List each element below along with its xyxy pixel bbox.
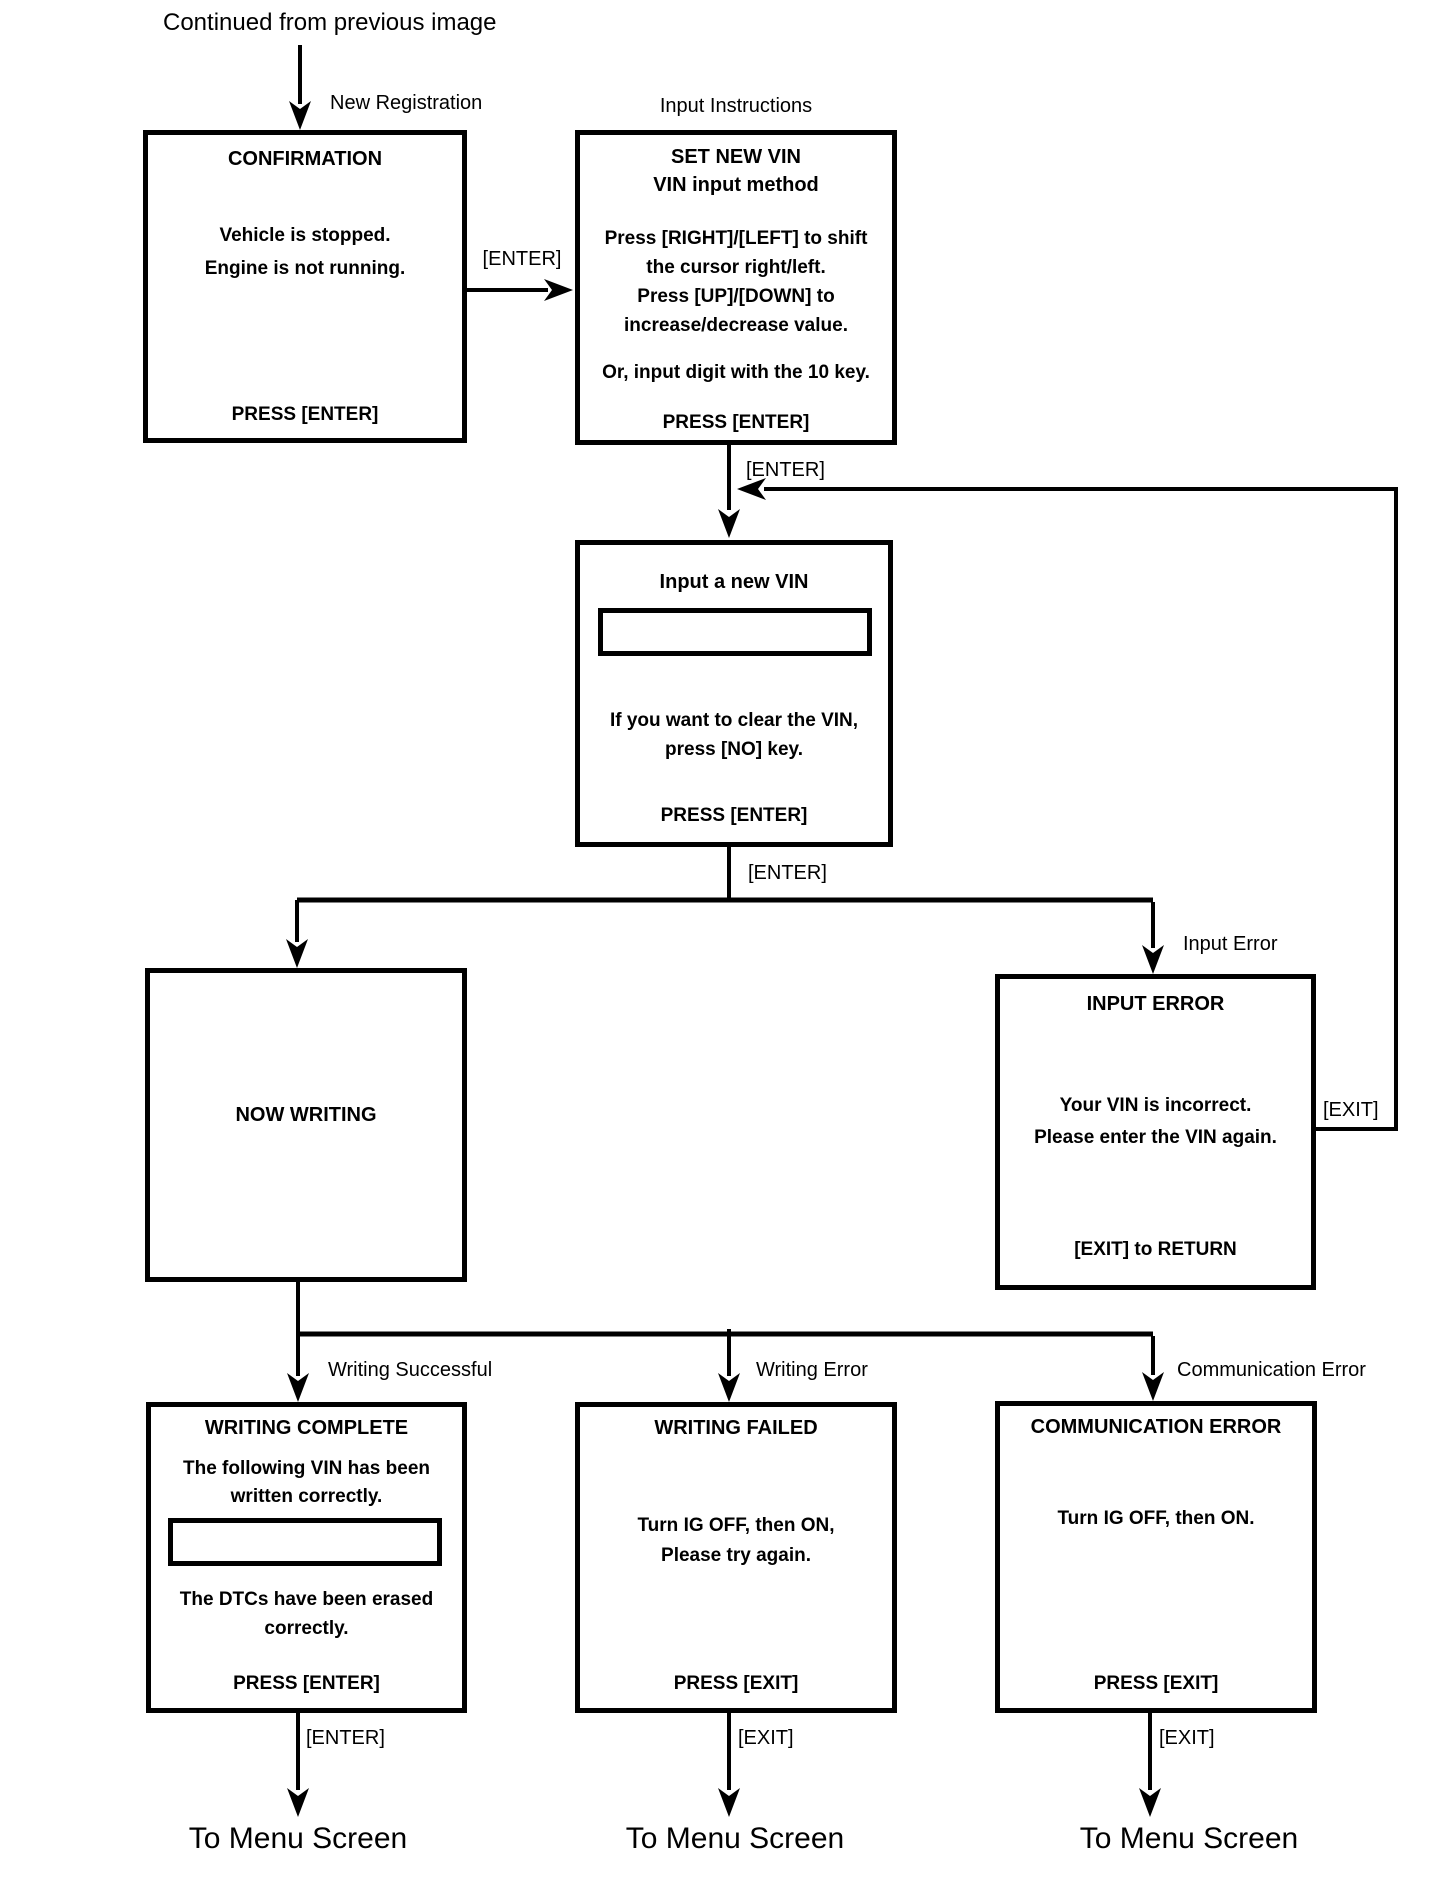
arrowhead-writing-complete: [287, 1373, 309, 1402]
arrowhead-now-writing: [286, 939, 308, 968]
screen-writing-failed: WRITING FAILED Turn IG OFF, then ON, Ple…: [575, 1402, 897, 1713]
screen-writing-complete-line4: correctly.: [264, 1618, 349, 1639]
screen-set-new-vin-line5: Or, input digit with the 10 key.: [602, 362, 870, 383]
branch-label-writing-error: Writing Error: [756, 1359, 868, 1381]
screen-set-new-vin-title1: SET NEW VIN: [670, 146, 801, 168]
branch-label-writing-successful: Writing Successful: [328, 1359, 493, 1381]
screen-writing-complete-title: WRITING COMPLETE: [204, 1417, 409, 1439]
arrowhead-input-error: [1142, 945, 1164, 974]
screen-writing-failed-line2: Please try again.: [661, 1545, 811, 1566]
screen-set-new-vin: SET NEW VIN VIN input method Press [RIGH…: [575, 130, 897, 445]
arrowhead-menu-right: [1139, 1788, 1161, 1817]
to-menu-screen-mid: To Menu Screen: [625, 1822, 845, 1855]
branch-label-new-registration: New Registration: [330, 92, 483, 114]
screen-writing-failed-footer: PRESS [EXIT]: [673, 1673, 799, 1694]
screen-input-new-vin-title: Input a new VIN: [659, 571, 809, 593]
screen-writing-complete-footer: PRESS [ENTER]: [233, 1673, 380, 1694]
screen-input-error-line2: Please enter the VIN again.: [1034, 1127, 1277, 1148]
continued-from-label: Continued from previous image: [163, 9, 497, 36]
screen-set-new-vin-title2: VIN input method: [653, 174, 819, 196]
arrowhead-instructions-to-input: [718, 509, 740, 538]
screen-confirmation-line1: Vehicle is stopped.: [219, 225, 391, 246]
connector-label-exit-bottom-right: [EXIT]: [1159, 1727, 1215, 1749]
screen-now-writing-title: NOW WRITING: [235, 1104, 377, 1126]
screen-confirmation-line2: Engine is not running.: [204, 258, 406, 279]
vin-result-field: [168, 1518, 442, 1566]
arrowhead-confirm-to-instructions: [544, 279, 573, 301]
screen-confirmation: CONFIRMATION Vehicle is stopped. Engine …: [143, 130, 467, 443]
screen-communication-error-footer: PRESS [EXIT]: [1093, 1673, 1219, 1694]
screen-confirmation-footer: PRESS [ENTER]: [231, 404, 379, 425]
screen-set-new-vin-line1: Press [RIGHT]/[LEFT] to shift: [604, 228, 868, 249]
screen-confirmation-title: CONFIRMATION: [227, 148, 383, 170]
screen-input-error: INPUT ERROR Your VIN is incorrect. Pleas…: [995, 974, 1316, 1290]
to-menu-screen-right: To Menu Screen: [1079, 1822, 1299, 1855]
screen-set-new-vin-line3: Press [UP]/[DOWN] to: [637, 286, 835, 307]
branch-label-input-error: Input Error: [1183, 933, 1278, 955]
branch-label-input-instructions: Input Instructions: [659, 95, 813, 117]
connector-label-enter-1: [ENTER]: [482, 248, 562, 270]
screen-communication-error-title: COMMUNICATION ERROR: [1030, 1416, 1282, 1438]
arrowhead-exit-return: [737, 478, 766, 500]
screen-input-new-vin-line2: press [NO] key.: [665, 739, 803, 760]
screen-writing-failed-line1: Turn IG OFF, then ON,: [637, 1515, 835, 1536]
connector-label-exit-bottom-mid: [EXIT]: [738, 1727, 794, 1749]
screen-input-error-footer: [EXIT] to RETURN: [1074, 1239, 1237, 1260]
screen-input-error-line1: Your VIN is incorrect.: [1059, 1095, 1252, 1116]
to-menu-screen-left: To Menu Screen: [188, 1822, 408, 1855]
screen-input-new-vin: Input a new VIN If you want to clear the…: [575, 540, 893, 847]
screen-input-new-vin-footer: PRESS [ENTER]: [660, 805, 808, 826]
screen-set-new-vin-footer: PRESS [ENTER]: [662, 412, 810, 433]
connector-label-enter-2: [ENTER]: [746, 459, 825, 481]
connector-label-enter-3: [ENTER]: [748, 862, 827, 884]
branch-label-communication-error: Communication Error: [1177, 1359, 1366, 1381]
arrowhead-menu-mid: [718, 1788, 740, 1817]
screen-set-new-vin-line2: the cursor right/left.: [646, 257, 826, 278]
arrowhead-writing-failed: [718, 1373, 740, 1402]
screen-set-new-vin-line4: increase/decrease value.: [624, 315, 848, 336]
connector-label-enter-bottom-left: [ENTER]: [306, 1727, 385, 1749]
screen-input-new-vin-line1: If you want to clear the VIN,: [609, 710, 859, 731]
screen-writing-complete-line2: written correctly.: [230, 1486, 383, 1507]
screen-now-writing: NOW WRITING: [145, 968, 467, 1282]
screen-communication-error: COMMUNICATION ERROR Turn IG OFF, then ON…: [995, 1401, 1317, 1713]
connector-label-exit-return: [EXIT]: [1323, 1099, 1379, 1121]
screen-writing-complete: WRITING COMPLETE The following VIN has b…: [146, 1402, 467, 1713]
screen-communication-error-line1: Turn IG OFF, then ON.: [1057, 1508, 1255, 1529]
return-line-exit: [764, 487, 1398, 1131]
screen-input-error-title: INPUT ERROR: [1086, 993, 1225, 1015]
screen-writing-complete-line1: The following VIN has been: [182, 1458, 431, 1479]
arrowhead-communication-error: [1142, 1372, 1164, 1401]
arrowhead-menu-left: [287, 1788, 309, 1817]
vin-input-field: [598, 608, 872, 656]
screen-writing-failed-title: WRITING FAILED: [654, 1417, 818, 1439]
screen-writing-complete-line3: The DTCs have been erased: [179, 1589, 434, 1610]
arrowhead-entry: [289, 101, 311, 130]
